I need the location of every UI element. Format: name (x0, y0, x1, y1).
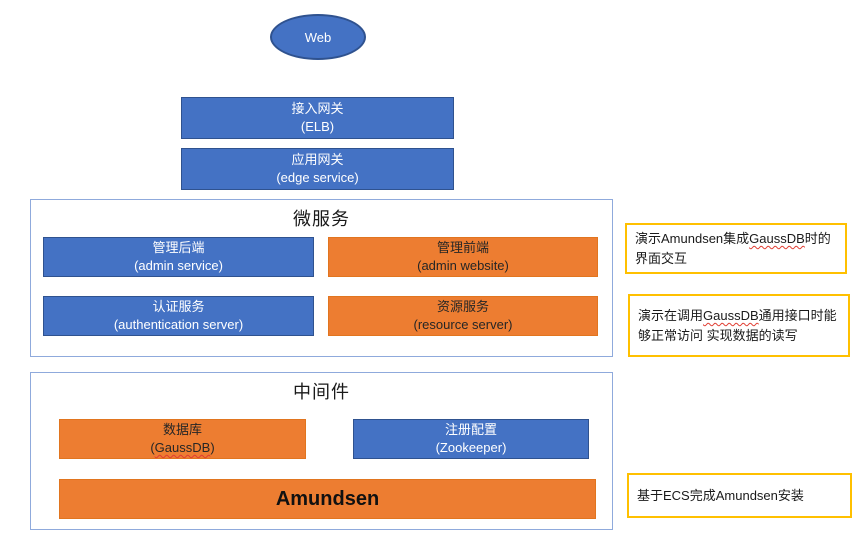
database-sublabel: (GaussDB) (150, 440, 215, 455)
admin-website-node: 管理前端 (admin website) (328, 237, 598, 277)
authentication-server-sublabel: (authentication server) (113, 317, 244, 332)
app-gateway-sublabel: (edge service) (276, 170, 359, 185)
registry-label: 注册配置 (444, 422, 497, 438)
web-node-label: Web (304, 29, 332, 45)
registry-zookeeper-node: 注册配置 (Zookeeper) (353, 419, 589, 459)
microservices-title: 微服务 (293, 209, 350, 229)
access-gateway-sublabel: (ELB) (300, 119, 335, 134)
resource-server-sublabel: (resource server) (413, 317, 513, 332)
resource-server-node: 资源服务 (resource server) (328, 296, 598, 336)
admin-service-label: 管理后端 (152, 240, 205, 256)
access-gateway-label: 接入网关 (291, 101, 344, 117)
admin-service-sublabel: (admin service) (134, 258, 223, 273)
annotation-generic-api-text: 演示在调用GaussDB通用接口时能够正常访问 实现数据的读写 (638, 308, 837, 343)
admin-website-label: 管理前端 (436, 240, 489, 256)
resource-server-label: 资源服务 (436, 299, 489, 315)
amundsen-label: Amundsen (275, 487, 380, 510)
authentication-server-node: 认证服务 (authentication server) (43, 296, 314, 336)
annotation-ui-interaction: 演示Amundsen集成GaussDB时的界面交互 (625, 223, 847, 274)
annotation-ecs-install-text: 基于ECS完成Amundsen安装 (637, 487, 804, 503)
annotation-ui-interaction-text: 演示Amundsen集成GaussDB时的界面交互 (635, 231, 831, 266)
annotation-ecs-install: 基于ECS完成Amundsen安装 (627, 473, 852, 518)
microservices-container: 微服务 管理后端 (admin service) 管理前端 (admin web… (30, 199, 613, 357)
app-gateway-node: 应用网关 (edge service) (181, 148, 454, 190)
amundsen-node: Amundsen (59, 479, 596, 519)
admin-website-sublabel: (admin website) (417, 258, 509, 273)
app-gateway-label: 应用网关 (291, 152, 344, 168)
registry-sublabel: (Zookeeper) (435, 440, 507, 455)
web-node: Web (270, 14, 366, 60)
database-label: 数据库 (162, 422, 202, 438)
annotation-generic-api: 演示在调用GaussDB通用接口时能够正常访问 实现数据的读写 (628, 294, 850, 357)
middleware-title: 中间件 (293, 382, 350, 402)
middleware-container: 中间件 数据库 (GaussDB) 注册配置 (Zookeeper) Amund… (30, 372, 613, 530)
access-gateway-node: 接入网关 (ELB) (181, 97, 454, 139)
authentication-server-label: 认证服务 (152, 299, 205, 315)
admin-service-node: 管理后端 (admin service) (43, 237, 314, 277)
database-gaussdb-node: 数据库 (GaussDB) (59, 419, 306, 459)
